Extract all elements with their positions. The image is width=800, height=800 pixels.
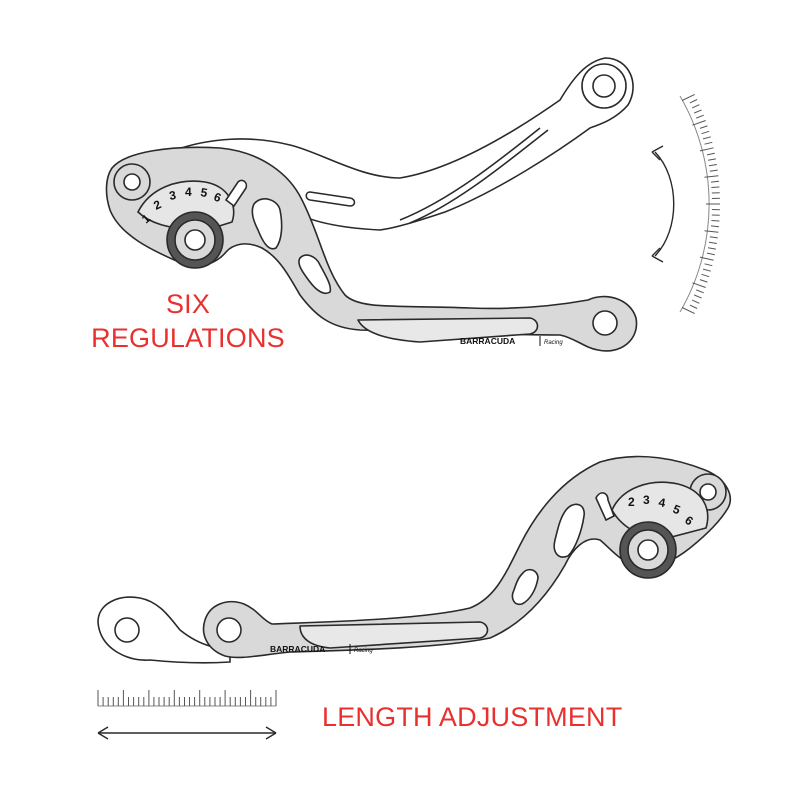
angular-scale-tick — [701, 273, 710, 278]
bottom-pivot-and-dial — [595, 473, 727, 579]
dial-number-4: 4 — [185, 185, 192, 199]
bottom-brand-label: BARRACUDA — [270, 644, 325, 654]
angular-scale-tick — [696, 114, 704, 119]
bottom-selector-pin — [595, 492, 616, 522]
angular-scale-tick — [706, 252, 715, 256]
top-lever-branding: BARRACUDA Racing — [460, 336, 563, 346]
six-regulations-line-1: SIX — [165, 289, 211, 319]
angular-scale-tick — [711, 220, 720, 222]
top-lever-assembly: 1 2 3 4 5 6 BARRACUDA Racing — [105, 57, 638, 352]
angular-scale-tick — [696, 289, 704, 294]
ghost-lever-slot — [305, 191, 356, 207]
angular-scale-tick — [709, 236, 718, 239]
top-selector-pin — [224, 179, 248, 208]
angular-scale-tick — [706, 152, 715, 156]
angular-scale-tick — [710, 225, 720, 228]
angular-scale-ticks — [681, 93, 720, 315]
bottom-dial-number-2: 2 — [628, 495, 635, 509]
angular-scale-tick — [702, 136, 711, 140]
top-lever-blade-plate — [357, 317, 539, 343]
linear-scale — [97, 690, 277, 707]
angular-scale-tick — [710, 180, 720, 183]
bottom-mount-hole — [699, 483, 717, 501]
top-lever-tip-hole — [592, 310, 618, 336]
top-lever-cutout-1 — [251, 198, 283, 250]
bottom-dial-number-5: 5 — [671, 502, 683, 518]
bottom-lever-branding: BARRACUDA Racing — [270, 644, 373, 654]
angular-scale-tick — [702, 268, 711, 272]
angular-scale-tick — [699, 256, 714, 261]
angular-scale-tick — [707, 247, 716, 250]
bottom-ghost-tip-hole — [114, 617, 140, 643]
angular-scale-tick — [691, 104, 700, 109]
six-regulations-caption: SIX REGULATIONS — [80, 287, 296, 355]
angular-scale-tick — [699, 279, 708, 283]
angular-scale-tick — [689, 304, 698, 309]
angular-scale-tick — [704, 175, 719, 178]
bottom-dial-number-3: 3 — [643, 493, 650, 507]
top-lever-cutout-2 — [298, 254, 332, 295]
bottom-lever-body — [202, 455, 731, 659]
angular-scale-tick — [694, 109, 702, 114]
dial-number-6: 6 — [212, 190, 223, 206]
angular-scale-tick — [711, 186, 720, 188]
top-mount-hole — [123, 173, 141, 191]
angular-scale-tick — [689, 99, 698, 104]
angular-scale-tick — [691, 299, 700, 304]
bottom-lever-cutout-1 — [553, 503, 585, 558]
ghost-lever-tip-hole — [592, 74, 616, 98]
six-regulations-line-2: REGULATIONS — [91, 323, 285, 353]
angular-scale-tick — [699, 147, 714, 152]
angular-scale — [679, 93, 720, 315]
bottom-brand-sub-label: Racing — [354, 648, 373, 654]
angular-scale-tick — [699, 125, 708, 129]
angular-scale-tick — [708, 164, 717, 167]
top-brand-sub-label: Racing — [544, 340, 563, 346]
length-adjustment-caption: LENGTH ADJUSTMENT — [322, 702, 623, 732]
dial-number-3: 3 — [168, 188, 177, 203]
angular-scale-tick — [704, 141, 713, 145]
dial-number-5: 5 — [199, 185, 208, 200]
angular-scale-tick — [681, 307, 695, 315]
angular-scale-tick — [709, 169, 718, 172]
bottom-adjuster-knob-hole — [637, 539, 659, 561]
length-arrow — [97, 726, 277, 740]
angular-scale-tick — [692, 282, 706, 288]
top-brand-label: BARRACUDA — [460, 336, 515, 346]
bottom-dial-number-4: 4 — [657, 495, 666, 510]
angular-scale-tick — [704, 263, 713, 267]
bottom-lever-cutout-2 — [511, 568, 539, 606]
angular-scale-tick — [707, 158, 716, 161]
linear-scale-ticks — [97, 690, 277, 706]
angular-scale-tick — [704, 230, 719, 233]
angular-scale-tick — [681, 93, 695, 101]
top-adjuster-knob-hole — [184, 229, 206, 251]
top-pivot-and-dial — [113, 163, 248, 269]
bottom-lever-assembly: 2 3 4 5 6 BARRACUDA Racing — [97, 455, 731, 664]
angular-scale-tick — [694, 294, 702, 299]
bottom-lever-tip-hole — [216, 617, 242, 643]
angular-scale-tick — [692, 120, 706, 126]
angular-arrow — [651, 145, 675, 263]
bottom-lever-blade-plate — [299, 621, 489, 649]
angular-scale-tick — [701, 130, 710, 135]
angular-scale-tick — [708, 241, 717, 244]
